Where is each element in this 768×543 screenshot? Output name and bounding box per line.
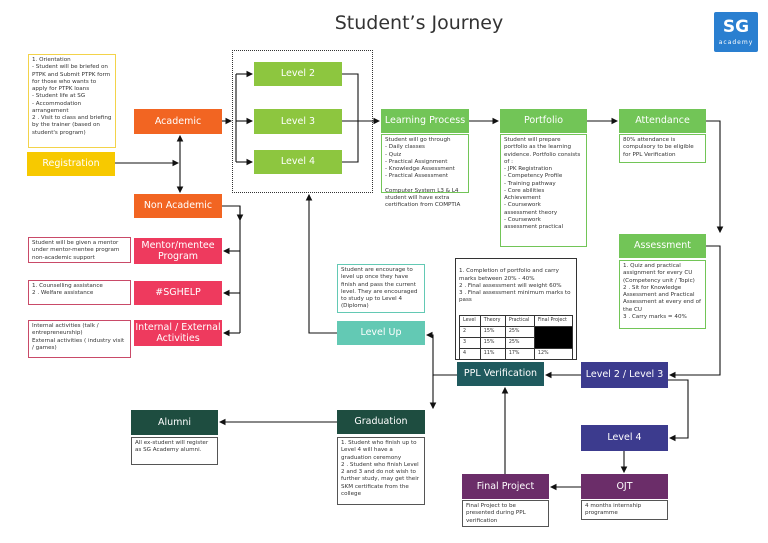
cell: 3 [459, 336, 481, 349]
level-up-node: Level Up [337, 321, 425, 345]
level-2-3-node: Level 2 / Level 3 [581, 362, 668, 388]
assessment-node: Assessment [619, 234, 706, 258]
assessment-note: 1. Quiz and practical assignment for eve… [619, 260, 706, 329]
cell-blank [533, 325, 574, 349]
level-2-node: Level 2 [254, 62, 342, 86]
cell: 25% [504, 325, 535, 338]
alumni-node: Alumni [131, 410, 218, 435]
carry-marks-note: 1. Completion of portfolio and carry mar… [455, 258, 577, 360]
cell: 4 [459, 347, 481, 360]
activities-note: Internal activities (talk / entrepreneur… [28, 320, 131, 358]
cell: 2 [459, 325, 481, 338]
cell: 15% [479, 336, 506, 349]
cell: 17% [504, 347, 535, 360]
cell: 25% [504, 336, 535, 349]
th-theory: Theory [479, 314, 506, 327]
non-academic-node: Non Academic [134, 194, 222, 218]
activities-node: Internal / External Activities [134, 320, 222, 346]
portfolio-note: Student will prepare portfolio as the le… [500, 134, 587, 247]
mentor-note: Student will be given a mentor under men… [28, 237, 131, 263]
logo-academy: academy [718, 39, 754, 46]
page-title: Student’s Journey [334, 12, 504, 34]
learning-process-node: Learning Process [381, 109, 469, 133]
cell: 11% [479, 347, 506, 360]
ojt-note: 4 months internship programme [581, 500, 668, 520]
level-up-note: Student are encourage to level up once t… [337, 264, 425, 313]
learning-process-note: Student will go through - Daily classes … [381, 134, 469, 208]
portfolio-node: Portfolio [500, 109, 587, 133]
mentor-mentee-node: Mentor/mentee Program [134, 238, 222, 264]
graduation-note: 1. Student who finish up to Level 4 will… [337, 437, 425, 505]
academic-node: Academic [134, 109, 222, 134]
sg-academy-logo: SG academy [714, 12, 758, 52]
levels-group [232, 50, 373, 193]
attendance-node: Attendance [619, 109, 706, 133]
level-4-final-node: Level 4 [581, 425, 668, 451]
sghelp-note: 1. Counselling assistance 2 . Welfare as… [28, 280, 131, 305]
orientation-note: 1. Orientation - Student will be briefed… [28, 54, 116, 148]
cell: 12% [533, 347, 574, 360]
th-level: Level [459, 314, 481, 327]
th-final: Final Project [533, 314, 574, 327]
final-project-note: Final Project to be presented during PPL… [462, 500, 549, 527]
level-4-node: Level 4 [254, 150, 342, 174]
th-practical: Practical [504, 314, 535, 327]
ojt-node: OJT [581, 474, 668, 499]
carry-marks-text: 1. Completion of portfolio and carry mar… [459, 268, 571, 304]
graduation-node: Graduation [337, 410, 425, 434]
final-project-node: Final Project [462, 474, 549, 499]
alumni-note: All ex-student will register as SG Acade… [131, 437, 218, 465]
ppl-verification-node: PPL Verification [457, 362, 544, 386]
sghelp-node: #SGHELP [134, 281, 222, 305]
level-3-node: Level 3 [254, 109, 342, 134]
attendance-note: 80% attendance is compulsory to be eligi… [619, 134, 706, 163]
registration-node: Registration [27, 152, 115, 176]
cell: 15% [479, 325, 506, 338]
logo-sg: SG [722, 17, 750, 37]
